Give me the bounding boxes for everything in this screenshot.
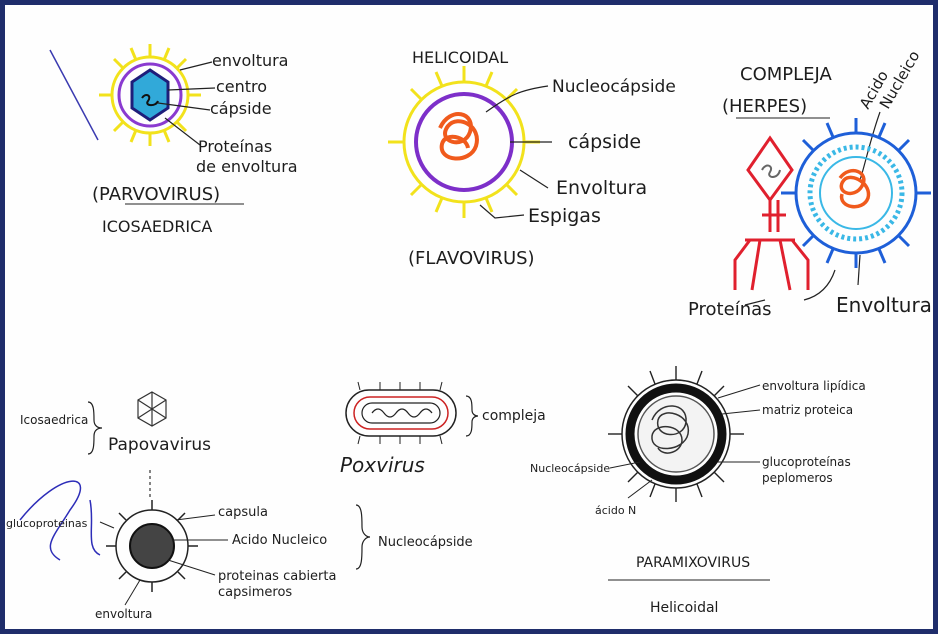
paramyxo-label-matriz: matriz proteica (762, 403, 853, 417)
paramyxo-label-envoltura: envoltura lipídica (762, 379, 866, 393)
parvovirus-label-centro: centro (216, 77, 267, 96)
parvovirus-label-de-envoltura: de envoltura (196, 157, 298, 176)
nucleo-label-capsimeros: capsimeros (218, 585, 292, 600)
paramyxo-label-nucleocapside: Nucleocápside (530, 462, 610, 475)
parvovirus-label-proteinas: Proteínas (198, 137, 272, 156)
paramyxovirus-diagram: envoltura lipídica matriz proteica gluco… (530, 366, 866, 616)
nucleo-bracket-label: Nucleocápside (378, 535, 473, 550)
poxvirus-diagram: compleja Poxvirus (340, 382, 546, 477)
nucleo-label-glucoproteinas: glucoproteinas (6, 517, 88, 530)
helicoidal-label-espigas: Espigas (528, 205, 601, 227)
papova-name: Papovavirus (108, 435, 211, 455)
nucleocapsid-core (130, 524, 174, 568)
helicoidal-label-nucleocapside: Nucleocápside (552, 77, 676, 97)
paramyxo-label-peplomeros: peplomeros (762, 471, 833, 485)
phage-structure (735, 138, 808, 290)
herpes-diagram: COMPLEJA (HERPES) Acido Nucleico (688, 48, 932, 320)
compleja-label-envoltura: Envoltura (836, 293, 932, 317)
parvovirus-type: ICOSAEDRICA (102, 217, 212, 236)
flavovirus-nucleocapsid (440, 114, 477, 159)
nucleo-label-envoltura: envoltura (95, 607, 152, 621)
paramyxo-label-glucoproteinas: glucoproteínas (762, 455, 851, 469)
parvovirus-label-capside: cápside (210, 99, 272, 118)
helicoidal-label-capside: cápside (568, 131, 641, 153)
paramyxo-type: Helicoidal (650, 600, 718, 616)
compleja-title: COMPLEJA (740, 64, 833, 85)
parvovirus-name: (PARVOVIRUS) (92, 184, 220, 205)
compleja-label-proteinas: Proteínas (688, 299, 772, 320)
nucleo-label-proteinas: proteinas cabierta (218, 569, 336, 584)
pen-stroke (50, 50, 98, 140)
helicoidal-label-envoltura: Envoltura (556, 177, 647, 199)
parvovirus-label-envoltura: envoltura (212, 51, 288, 70)
paramyxo-label-acido: ácido N (595, 504, 636, 517)
pox-bracket-label: compleja (482, 408, 546, 424)
helicoidal-name: (FLAVOVIRUS) (408, 248, 535, 269)
nucleo-label-capsula: capsula (218, 505, 268, 520)
nucleocapsid-diagram: capsula Acido Nucleico proteinas cabiert… (6, 470, 473, 621)
parvovirus-capsid (132, 70, 168, 120)
icosahedron-icon (138, 392, 166, 426)
virus-diagrams-canvas: envoltura centro cápside Proteínas de en… (5, 5, 933, 629)
nucleo-label-acido: Acido Nucleico (232, 533, 327, 548)
helicoidal-title: HELICOIDAL (412, 48, 508, 67)
paramyxo-name: PARAMIXOVIRUS (636, 555, 750, 571)
papovavirus-diagram: Icosaedrica Papovavirus (20, 392, 211, 455)
compleja-subtitle: (HERPES) (722, 96, 807, 117)
pox-name: Poxvirus (340, 453, 425, 477)
parvovirus-diagram: envoltura centro cápside Proteínas de en… (92, 44, 298, 236)
papova-bracket-label: Icosaedrica (20, 413, 88, 427)
flavovirus-diagram: HELICOIDAL Nucleocápside cápside Envoltu… (388, 48, 676, 269)
